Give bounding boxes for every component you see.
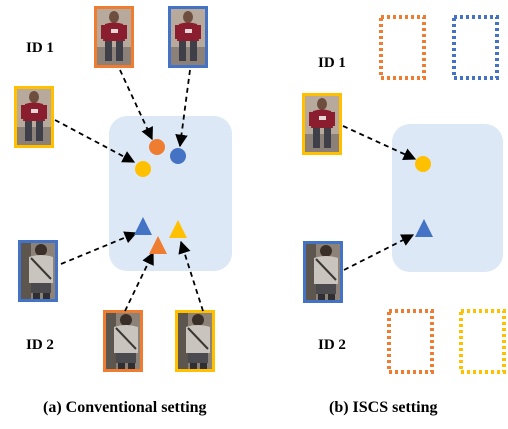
id1-label-a: ID 1 <box>26 40 54 56</box>
missing-image-id2-orange <box>387 309 434 374</box>
arrow-orange-id1 <box>119 69 153 141</box>
id2-label-a: ID 2 <box>26 337 54 353</box>
person-image-iscs-id2-blue <box>303 241 343 303</box>
arrow-blue-id1 <box>175 69 191 148</box>
person-image-id2-yellow <box>175 310 215 372</box>
feature-point-id1-blue <box>170 148 186 164</box>
person-image-id2-blue <box>18 240 58 302</box>
person-image-id1-yellow <box>14 86 54 148</box>
arrow-blue-id2 <box>60 231 138 265</box>
person-image-id2-orange <box>103 310 143 372</box>
arrow-yellow-id1 <box>54 119 136 163</box>
arrow-iscs-yellow-id1 <box>342 125 417 161</box>
arrow-orange-id2 <box>124 251 154 312</box>
person-image-id1-blue <box>168 6 208 68</box>
feature-point-id2-orange <box>149 236 167 254</box>
feature-point-id2-blue <box>134 217 152 235</box>
feature-point-id2-yellow <box>169 220 187 238</box>
feature-space-region-iscs <box>392 124 503 272</box>
id2-label-b: ID 2 <box>318 337 346 353</box>
feature-point-iscs-id2-blue <box>415 219 433 237</box>
caption-b: (b) ISCS setting <box>329 399 438 416</box>
caption-a: (a) Conventional setting <box>43 399 207 416</box>
missing-image-id2-yellow <box>459 309 506 374</box>
feature-point-id1-yellow <box>135 161 151 177</box>
arrow-iscs-blue-id2 <box>343 234 415 271</box>
person-image-iscs-id1-yellow <box>302 93 342 155</box>
id1-label-b: ID 1 <box>318 55 346 71</box>
feature-point-iscs-id1-yellow <box>415 156 431 172</box>
missing-image-id1-orange <box>379 15 426 80</box>
arrow-yellow-id2 <box>178 240 204 312</box>
feature-point-id1-orange <box>149 139 165 155</box>
feature-space-region <box>109 116 232 271</box>
missing-image-id1-blue <box>452 15 499 80</box>
person-image-id1-orange <box>94 6 134 68</box>
